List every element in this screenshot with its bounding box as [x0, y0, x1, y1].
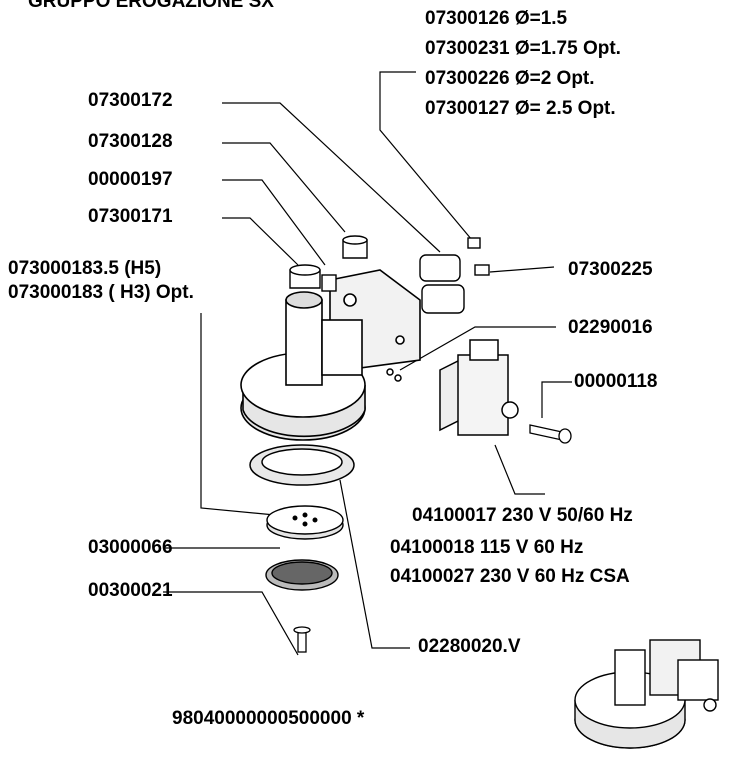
part-label-nozzle-1-75: 07300231 Ø=1.75 Opt.	[425, 38, 621, 59]
leader-line	[489, 266, 555, 273]
part-label-00300021: 00300021	[88, 580, 173, 601]
diffuser-disc	[266, 505, 344, 540]
leader-line	[399, 326, 556, 371]
top-fittings	[289, 235, 490, 314]
part-label-00000197: 00000197	[88, 169, 173, 190]
part-label-07300171: 07300171	[88, 206, 173, 227]
solenoid-valve	[386, 339, 519, 436]
part-label-02290016: 02290016	[568, 317, 653, 338]
part-label-solenoid-230v: 04100017 230 V 50/60 Hz	[412, 505, 633, 526]
leader-line	[494, 444, 545, 495]
screw	[529, 424, 572, 444]
part-label-02280020v: 02280020.V	[418, 636, 521, 657]
assembled-thumbnail	[574, 639, 719, 749]
part-label-solenoid-csa: 04100027 230 V 60 Hz CSA	[390, 566, 630, 587]
leader-line	[163, 591, 299, 656]
part-label-nozzle-2-5: 07300127 Ø= 2.5 Opt.	[425, 98, 616, 119]
part-label-07300128: 07300128	[88, 131, 173, 152]
part-label-nozzle-2: 07300226 Ø=2 Opt.	[425, 68, 595, 89]
part-label-073000183-h3: 073000183 ( H3) Opt.	[8, 282, 194, 303]
part-label-07300225: 07300225	[568, 259, 653, 280]
leader-line	[222, 142, 346, 233]
leader-line	[222, 179, 326, 266]
part-label-073000183-h5: 073000183.5 (H5)	[8, 258, 162, 279]
leader-line	[339, 479, 410, 649]
part-label-solenoid-115v: 04100018 115 V 60 Hz	[390, 537, 584, 558]
leader-line	[222, 102, 441, 253]
part-label-00000118: 00000118	[574, 371, 658, 392]
leader-line	[222, 217, 299, 266]
part-label-assembly: 98040000000500000 *	[172, 708, 365, 729]
bottom-screw	[293, 626, 311, 653]
part-label-nozzle-1-5: 07300126 Ø=1.5	[425, 8, 568, 29]
part-label-03000066: 03000066	[88, 537, 173, 558]
part-label-07300172: 07300172	[88, 90, 173, 111]
leader-line	[200, 313, 276, 516]
leader-line	[541, 381, 572, 418]
group-head-body	[240, 269, 421, 441]
gasket-ring	[249, 444, 355, 486]
diagram-title: GRUPPO EROGAZIONE SX	[28, 0, 274, 12]
leader-line	[379, 71, 473, 241]
shower-screen	[265, 559, 339, 591]
